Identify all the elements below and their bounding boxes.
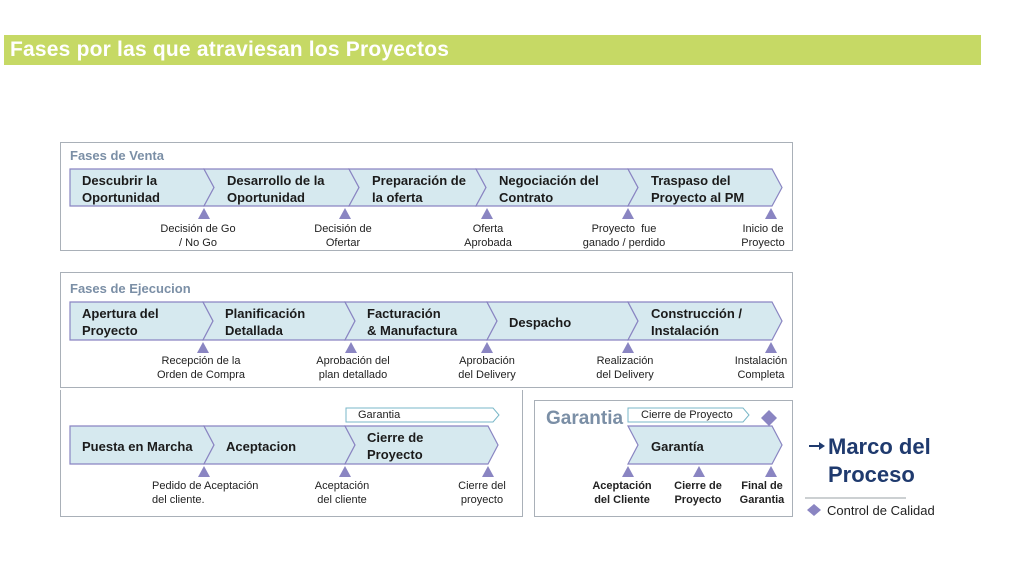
ejecucion-step-6: Puesta en Marcha — [82, 439, 193, 454]
garantia-milestone-marker-1 — [622, 466, 634, 477]
ejecucion-lower-chevron-3 — [344, 425, 499, 465]
ejecucion-milestone-1: Recepción de la Orden de Compra — [156, 355, 246, 381]
venta-step-3: Preparación de la oferta — [372, 173, 466, 205]
garantia-milestone-2: Cierre de Proyecto — [674, 480, 722, 506]
ejecucion-title: Fases de Ejecucion — [70, 281, 191, 296]
garantia-step: Garantía — [651, 439, 704, 454]
ejecucion-milestone-7: Aceptación del cliente — [314, 480, 370, 506]
legend-marco-label: Marco del Proceso — [828, 434, 931, 487]
ejecucion-step-5: Construcción / Instalación — [651, 306, 743, 338]
garantia-chevron — [627, 425, 783, 465]
garantia-tag-shape — [627, 407, 750, 423]
garantia-milestone-1: Aceptación del Cliente — [592, 480, 652, 506]
venta-milestone-marker-2 — [339, 208, 351, 219]
ejecucion-milestone-marker-1 — [197, 342, 209, 353]
venta-milestone-4: Proyecto fue ganado / perdido — [582, 223, 666, 249]
page-title: Fases por las que atraviesan los Proyect… — [10, 38, 450, 61]
venta-milestone-5: Inicio de Proyecto — [741, 223, 785, 249]
title-bar — [4, 35, 981, 65]
garantia-milestone-marker-3 — [765, 466, 777, 477]
ejecucion-milestone-6: Pedido de Aceptación del cliente. — [152, 480, 259, 506]
ejecucion-milestone-4: Realización del Delivery — [596, 355, 654, 381]
legend-control-label: Control de Calidad — [827, 503, 935, 518]
ejecucion-milestone-marker-3 — [481, 342, 493, 353]
ejecucion-step-1: Apertura del Proyecto — [82, 306, 159, 338]
ejecucion-step-3: Facturación & Manufactura — [367, 306, 458, 338]
venta-step-4: Negociación del Contrato — [499, 173, 599, 205]
ejecucion-chevron-5 — [627, 301, 783, 341]
garantia-diamond-icon — [761, 410, 777, 426]
ejecucion-milestone-8: Cierre del proyecto — [458, 480, 506, 506]
ejecucion-milestone-5: Instalación Completa — [734, 355, 788, 381]
ejecucion-milestone-2: Aprobación del plan detallado — [316, 355, 390, 381]
venta-milestone-3: Oferta Aprobada — [464, 223, 512, 249]
venta-milestone-1: Decisión de Go / No Go — [160, 223, 236, 249]
venta-step-1: Descubrir la Oportunidad — [82, 173, 160, 205]
ejecucion-lower-milestone-marker-1 — [198, 466, 210, 477]
garantia-milestone-marker-2 — [693, 466, 705, 477]
venta-step-5: Traspaso del Proyecto al PM — [651, 173, 745, 205]
ejecucion-garantia-tag: Garantia — [358, 409, 401, 421]
venta-chevron-5 — [626, 168, 783, 207]
ejecucion-garantia-tag-shape — [345, 407, 500, 423]
ejecucion-lower-milestone-marker-2 — [339, 466, 351, 477]
legend-diamond-icon — [807, 504, 821, 516]
venta-milestone-marker-4 — [622, 208, 634, 219]
garantia-tag: Cierre de Proyecto — [641, 409, 733, 421]
ejecucion-lower-milestone-marker-3 — [482, 466, 494, 477]
ejecucion-milestone-marker-5 — [765, 342, 777, 353]
garantia-milestone-3: Final de Garantia — [739, 480, 785, 506]
venta-step-2: Desarrollo de la Oportunidad — [227, 173, 325, 205]
venta-milestone-2: Decisión de Ofertar — [314, 223, 372, 249]
ejecucion-milestone-marker-4 — [622, 342, 634, 353]
ejecucion-milestone-marker-2 — [345, 342, 357, 353]
garantia-title: Garantia — [546, 408, 624, 429]
venta-title: Fases de Venta — [70, 148, 164, 163]
ejecucion-step-4: Despacho — [509, 315, 572, 330]
venta-milestone-marker-1 — [198, 208, 210, 219]
ejecucion-step-2: Planificación Detallada — [225, 306, 306, 338]
ejecucion-milestone-3: Aprobación del Delivery — [458, 355, 516, 381]
legend-arrow-icon — [819, 442, 825, 450]
ejecucion-step-7: Aceptacion — [226, 439, 297, 454]
ejecucion-step-8: Cierre de Proyecto — [367, 430, 424, 462]
venta-milestone-marker-5 — [765, 208, 777, 219]
venta-milestone-marker-3 — [481, 208, 493, 219]
